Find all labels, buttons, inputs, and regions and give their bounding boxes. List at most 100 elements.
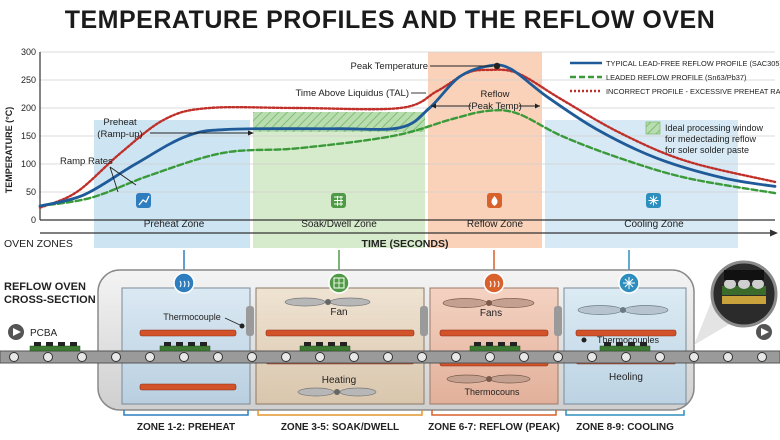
conveyor-roller xyxy=(689,352,699,362)
ideal-window-hatch xyxy=(253,112,425,132)
conveyor-roller xyxy=(77,352,87,362)
cooling-band xyxy=(545,120,738,248)
pcba-component xyxy=(34,342,41,346)
thermocouple-probe-icon xyxy=(581,337,587,343)
pcba-component xyxy=(58,342,65,346)
conveyor-roller xyxy=(111,352,121,362)
pcba-component xyxy=(486,342,493,346)
legend: TYPICAL LEAD-FREE REFLOW PROFILE (SAC305… xyxy=(570,59,780,96)
conveyor-roller xyxy=(43,352,53,362)
oven-icon-preheat xyxy=(173,272,195,294)
heating-element xyxy=(139,329,237,337)
svg-text:Reflow Zone: Reflow Zone xyxy=(467,219,524,230)
zone-label-reflow: Reflow Zone xyxy=(467,193,524,230)
y-tick-label: 100 xyxy=(21,159,36,169)
preheat-annotation-line2: (Ramp-up) xyxy=(97,129,142,140)
pcba-component xyxy=(200,342,207,346)
oven-icon-cooling xyxy=(618,272,640,294)
arrow-right-icon xyxy=(770,229,778,237)
pcba-component xyxy=(340,342,347,346)
y-tick-label: 50 xyxy=(26,187,36,197)
zone-label-cooling: Cooling Zone xyxy=(624,193,684,230)
pcba-board xyxy=(159,345,211,352)
arrow-right-icon xyxy=(535,103,540,109)
pcba-component xyxy=(640,342,647,346)
chart-grid xyxy=(40,51,775,193)
y-axis-label: TEMPERATURE (°C) xyxy=(4,107,14,193)
thermocouple-leader xyxy=(224,317,241,326)
zone-caption-preheat: ZONE 1-2: PREHEAT xyxy=(137,422,235,433)
pcba-component xyxy=(176,342,183,346)
heating-element xyxy=(265,329,415,337)
legend-label-sac305: TYPICAL LEAD-FREE REFLOW PROFILE (SAC305… xyxy=(606,59,780,68)
y-tick-label: 250 xyxy=(21,75,36,85)
preheat-annotation-line1: Preheat xyxy=(103,117,137,128)
pcba-component xyxy=(316,342,323,346)
reflow-annotation-line2: (Peak Temp) xyxy=(468,101,522,112)
fan-soak xyxy=(284,297,371,307)
heat-waves-icon xyxy=(173,272,195,294)
legend-label-leaded: LEADED REFLOW PROFILE (Sn63/Pb37) xyxy=(606,73,746,82)
divider-hinge xyxy=(246,306,254,336)
conveyor-roller xyxy=(587,352,597,362)
peak-marker xyxy=(493,62,501,70)
conveyor-roller xyxy=(417,352,427,362)
conveyor-roller xyxy=(655,352,665,362)
pcba-board xyxy=(299,345,351,352)
divider-hinge xyxy=(420,306,428,336)
thermocouples-label: Thermocouples xyxy=(597,335,660,345)
arrow-right-icon xyxy=(248,130,254,136)
fan-heating xyxy=(297,387,377,397)
zone-caption-reflow: ZONE 6-7: REFLOW (PEAK) xyxy=(428,422,560,433)
zone-label-soak: Soak/Dwell Zone xyxy=(301,193,377,230)
pcba-component xyxy=(616,342,623,346)
conveyor-roller xyxy=(519,352,529,362)
y-tick-label: 300 xyxy=(21,47,36,57)
oven-icon-soak xyxy=(328,272,350,294)
heating-element xyxy=(439,329,549,337)
magnified-joint-callout xyxy=(694,260,778,345)
window-note-line3: for soler solder paste xyxy=(665,145,749,155)
conveyor-roller xyxy=(485,352,495,362)
conveyor-roller xyxy=(349,352,359,362)
conveyor-roller xyxy=(621,352,631,362)
oven-title-line1: REFLOW OVEN xyxy=(4,281,86,293)
pcba-board xyxy=(469,345,521,352)
pcba-board xyxy=(29,345,81,352)
ramp-annotation: Ramp Rates xyxy=(60,156,113,167)
heoling-label: Heoling xyxy=(609,372,643,383)
window-note-line2: for medectading reflow xyxy=(665,134,757,144)
conveyor-rollers xyxy=(9,352,767,362)
conveyor-roller xyxy=(553,352,563,362)
conveyor-roller xyxy=(757,352,767,362)
pcba-label: PCBA xyxy=(30,328,58,339)
legend-label-incorrect: INCORRECT PROFILE - EXCESSIVE PREHEAT RA… xyxy=(606,87,780,96)
oven-zones-label: OVEN ZONES xyxy=(4,238,73,250)
oven-title-line2: CROSS-SECTION xyxy=(4,294,96,306)
oven-icon-reflow xyxy=(483,272,505,294)
zone-brackets xyxy=(123,410,685,416)
zone-label-preheat: Preheat Zone xyxy=(136,193,205,230)
pcba-component xyxy=(164,342,171,346)
conveyor-roller xyxy=(723,352,733,362)
zone-caption-soak: ZONE 3-5: SOAK/DWELL xyxy=(281,422,399,433)
pcba-component xyxy=(510,342,517,346)
fan-reflow xyxy=(442,298,535,384)
window-note-line1: Ideal processing window xyxy=(665,123,764,133)
x-axis-label: TIME (SECONDS) xyxy=(362,238,449,250)
ramp-leader-1 xyxy=(109,166,137,186)
conveyor-roller xyxy=(213,352,223,362)
heat-waves-icon xyxy=(483,272,505,294)
pcba-component xyxy=(604,342,611,346)
window-note-swatch xyxy=(645,121,661,135)
divider-hinge xyxy=(554,306,562,336)
fans-label: Fans xyxy=(480,308,502,319)
sac305-curve xyxy=(38,63,777,208)
conveyor-roller xyxy=(383,352,393,362)
conveyor-roller xyxy=(315,352,325,362)
conveyor-roller xyxy=(9,352,19,362)
tal-annotation: Time Above Liquidus (TAL) xyxy=(295,88,409,99)
heating-element xyxy=(575,329,677,337)
